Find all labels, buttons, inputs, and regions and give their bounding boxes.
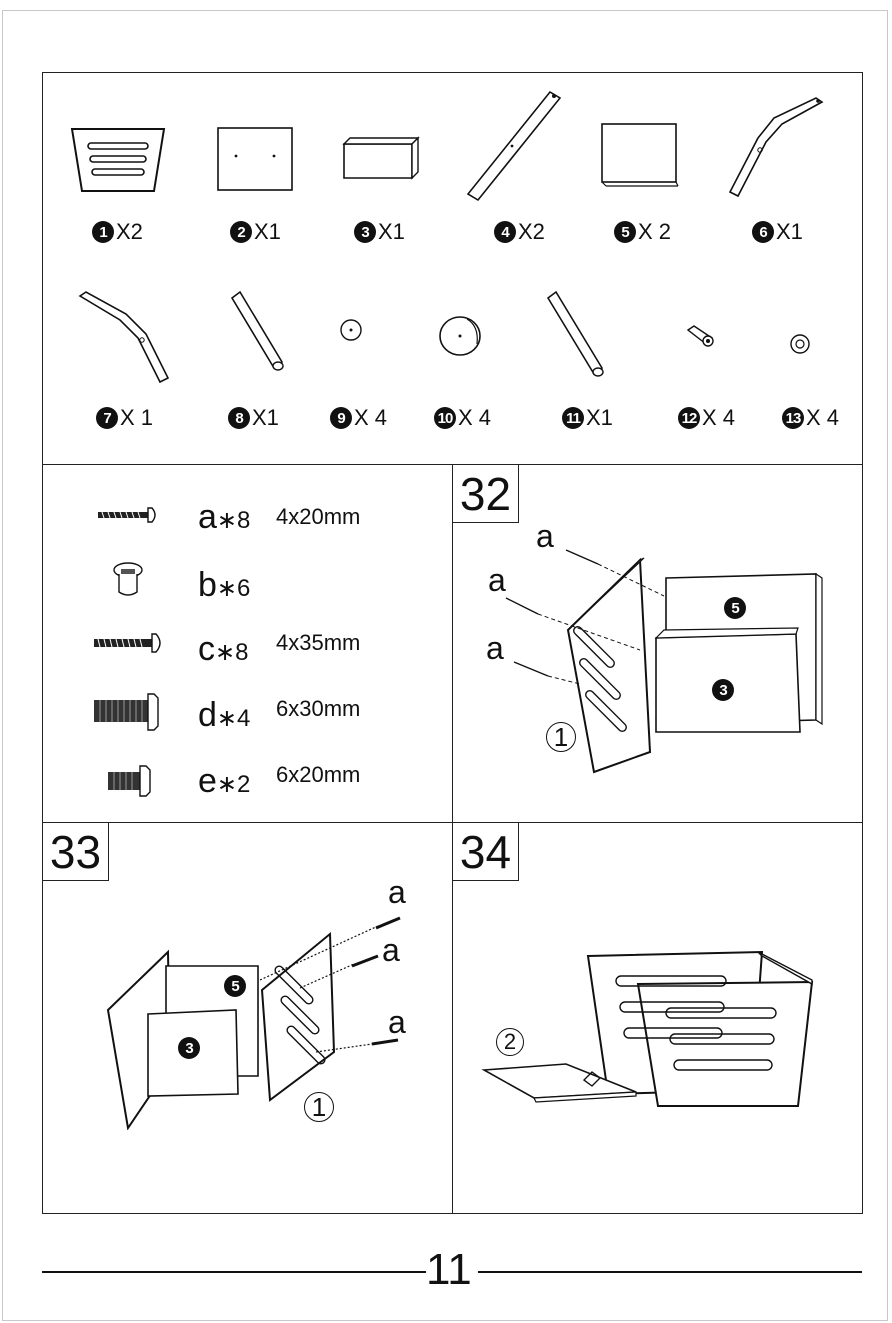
hardware-e-label: e∗2 [198,764,250,798]
step-33-number: 33 [43,823,109,881]
step-32-part-3: 3 [712,678,736,701]
part-3-image [342,136,420,180]
hardware-a-size: 4x20mm [276,506,360,528]
screw-c-image [92,632,164,654]
footer-rule-right [478,1271,862,1273]
step-33-part-1: 1 [304,1092,334,1122]
step-33-screw-label: a [388,1006,406,1038]
step-32-screw-label: a [536,520,554,552]
hardware-e-size: 6x20mm [276,764,360,786]
part-11-image [544,290,606,380]
step-32-part-5: 5 [724,596,748,619]
part-8-image [226,290,286,374]
step-32-screw-label: a [486,632,504,664]
step-34-number: 34 [453,823,519,881]
step-33-part-3: 3 [178,1036,202,1059]
step-34-illustration [480,940,820,1110]
part-9-image [338,317,364,343]
step-34-part-2: 2 [496,1028,524,1056]
part-1-image [70,125,166,195]
part-12-image [684,324,716,350]
step-33-part-5: 5 [224,974,248,997]
part-13-image [788,332,812,356]
cap-b-image [108,560,148,600]
footer-rule-left [42,1271,426,1273]
part-5-image [600,122,680,188]
page-number: 11 [426,1248,472,1292]
hardware-a-label: a∗8 [198,500,250,534]
hardware-d-size: 6x30mm [276,698,360,720]
step-33-screw-label: a [388,876,406,908]
part-7-image [76,290,172,386]
step-32-illustration [480,520,830,780]
step-33-screw-label: a [382,934,400,966]
hardware-c-label: c∗8 [198,632,248,666]
bolt-d-image [92,692,164,732]
hardware-c-size: 4x35mm [276,632,360,654]
step-32-number: 32 [453,465,519,523]
step-32-screw-label: a [488,564,506,596]
screw-a-image [96,506,160,524]
step-33-illustration [100,880,420,1130]
part-6-image [724,94,826,200]
hardware-d-label: d∗4 [198,698,250,732]
hardware-b-label: b∗6 [198,568,250,602]
step-32-part-1: 1 [546,722,576,752]
part-4-image [462,86,566,204]
part-10-image [437,314,483,358]
bolt-e-image [106,764,154,798]
part-2-image [216,126,294,192]
